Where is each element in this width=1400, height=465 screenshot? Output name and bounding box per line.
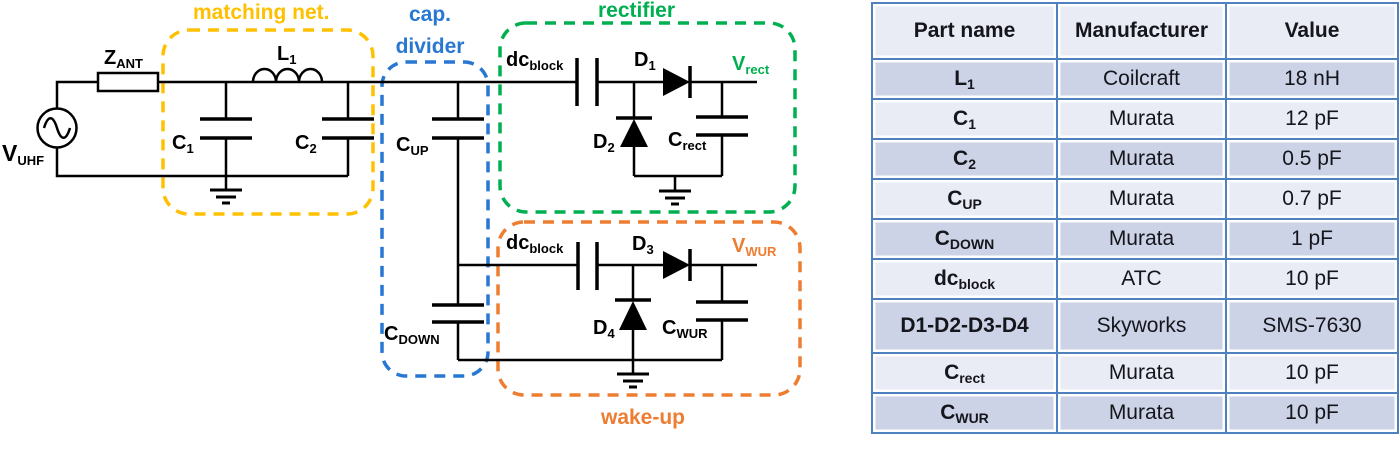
label-d3: D3 — [632, 233, 654, 257]
value-cell: 0.7 pF — [1225, 178, 1399, 220]
matching-network-box — [161, 28, 375, 216]
label-c1: C1 — [172, 132, 194, 156]
cap-divider-label-line1: cap. — [408, 3, 452, 26]
label-cdown: CDOWN — [384, 323, 440, 347]
label-c2: C2 — [295, 132, 317, 156]
rectifier-box — [498, 21, 797, 214]
part-name-cell: C2 — [871, 138, 1058, 180]
diode-d3 — [663, 249, 692, 281]
label-vuhf: VUHF — [2, 140, 45, 168]
part-name-cell: C1 — [871, 98, 1058, 140]
value-cell: 10 pF — [1225, 392, 1399, 434]
label-cup: CUP — [396, 134, 429, 158]
cap-divider-label-line2: divider — [395, 35, 465, 58]
table-row: dcblock ATC 10 pF — [871, 258, 1399, 300]
part-name-cell: CUP — [871, 178, 1058, 220]
value-cell: 18 nH — [1225, 58, 1399, 100]
circuit-schematic — [36, 21, 802, 397]
table-row: CWUR Murata 10 pF — [871, 392, 1399, 434]
label-l1: L1 — [277, 43, 297, 67]
capacitor-dcblock-rectifier — [575, 58, 599, 106]
table-row: C1 Murata 12 pF — [871, 98, 1399, 140]
manufacturer-cell: Skyworks — [1056, 298, 1227, 354]
diode-d1 — [663, 66, 692, 98]
manufacturer-cell: Murata — [1056, 98, 1227, 140]
value-cell: 0.5 pF — [1225, 138, 1399, 180]
capacitor-c2 — [322, 117, 374, 140]
table-row: CDOWN Murata 1 pF — [871, 218, 1399, 260]
matching-net-label: matching net. — [193, 1, 330, 24]
impedance-zant — [96, 71, 160, 93]
part-name-cell: CWUR — [871, 392, 1058, 434]
capacitor-cwur — [696, 300, 748, 322]
part-name-cell: L1 — [871, 58, 1058, 100]
label-crect: Crect — [668, 129, 707, 153]
inductor-l1 — [251, 67, 324, 83]
label-dcblock-wakeup: dcblock — [506, 232, 564, 256]
manufacturer-cell: ATC — [1056, 258, 1227, 300]
ground-matching — [210, 188, 242, 205]
ac-source-vuhf — [36, 107, 78, 149]
part-name-cell: Crect — [871, 352, 1058, 394]
part-name-cell: dcblock — [871, 258, 1058, 300]
label-vwur: VWUR — [732, 235, 777, 259]
capacitor-cdown — [432, 303, 484, 324]
header-part-name: Part name — [871, 2, 1058, 60]
header-value: Value — [1225, 2, 1399, 60]
value-cell: 10 pF — [1225, 258, 1399, 300]
part-name-cell: D1-D2-D3-D4 — [871, 298, 1058, 354]
value-cell: SMS-7630 — [1225, 298, 1399, 354]
manufacturer-cell: Murata — [1056, 218, 1227, 260]
value-cell: 1 pF — [1225, 218, 1399, 260]
table-row: L1 Coilcraft 18 nH — [871, 58, 1399, 100]
capacitor-crect — [696, 115, 748, 137]
wake-up-box — [496, 220, 802, 397]
rectifier-label: rectifier — [598, 0, 676, 22]
diode-d2 — [616, 116, 652, 147]
label-vrect: Vrect — [732, 53, 770, 77]
value-cell: 10 pF — [1225, 352, 1399, 394]
ground-rectifier — [659, 189, 691, 206]
cap-divider-box — [380, 60, 490, 378]
label-dcblock-rectifier: dcblock — [506, 49, 564, 73]
label-d4: D4 — [593, 317, 615, 341]
manufacturer-cell: Murata — [1056, 138, 1227, 180]
wires — [55, 80, 757, 373]
parts-table: Part name Manufacturer Value L1 Coilcraf… — [871, 2, 1399, 434]
table-row: Crect Murata 10 pF — [871, 352, 1399, 394]
header-manufacturer: Manufacturer — [1056, 2, 1227, 60]
value-cell: 12 pF — [1225, 98, 1399, 140]
table-row: CUP Murata 0.7 pF — [871, 178, 1399, 220]
part-name-cell: CDOWN — [871, 218, 1058, 260]
circuit-diagram: matching net. cap. divider rectifier wak… — [2, 0, 802, 429]
capacitor-dcblock-wakeup — [576, 242, 599, 290]
label-cwur: CWUR — [662, 317, 708, 341]
label-zant: ZANT — [104, 47, 143, 71]
table-row: C2 Murata 0.5 pF — [871, 138, 1399, 180]
diode-d4 — [615, 298, 651, 330]
capacitor-cup — [432, 117, 484, 140]
label-d2: D2 — [593, 131, 615, 155]
manufacturer-cell: Coilcraft — [1056, 58, 1227, 100]
table-row: D1-D2-D3-D4 Skyworks SMS-7630 — [871, 298, 1399, 354]
manufacturer-cell: Murata — [1056, 352, 1227, 394]
manufacturer-cell: Murata — [1056, 392, 1227, 434]
ground-wakeup — [617, 372, 649, 389]
wake-up-label: wake-up — [600, 406, 686, 429]
manufacturer-cell: Murata — [1056, 178, 1227, 220]
label-d1: D1 — [634, 49, 656, 73]
table-header-row: Part name Manufacturer Value — [871, 2, 1399, 60]
capacitor-c1 — [200, 117, 252, 140]
